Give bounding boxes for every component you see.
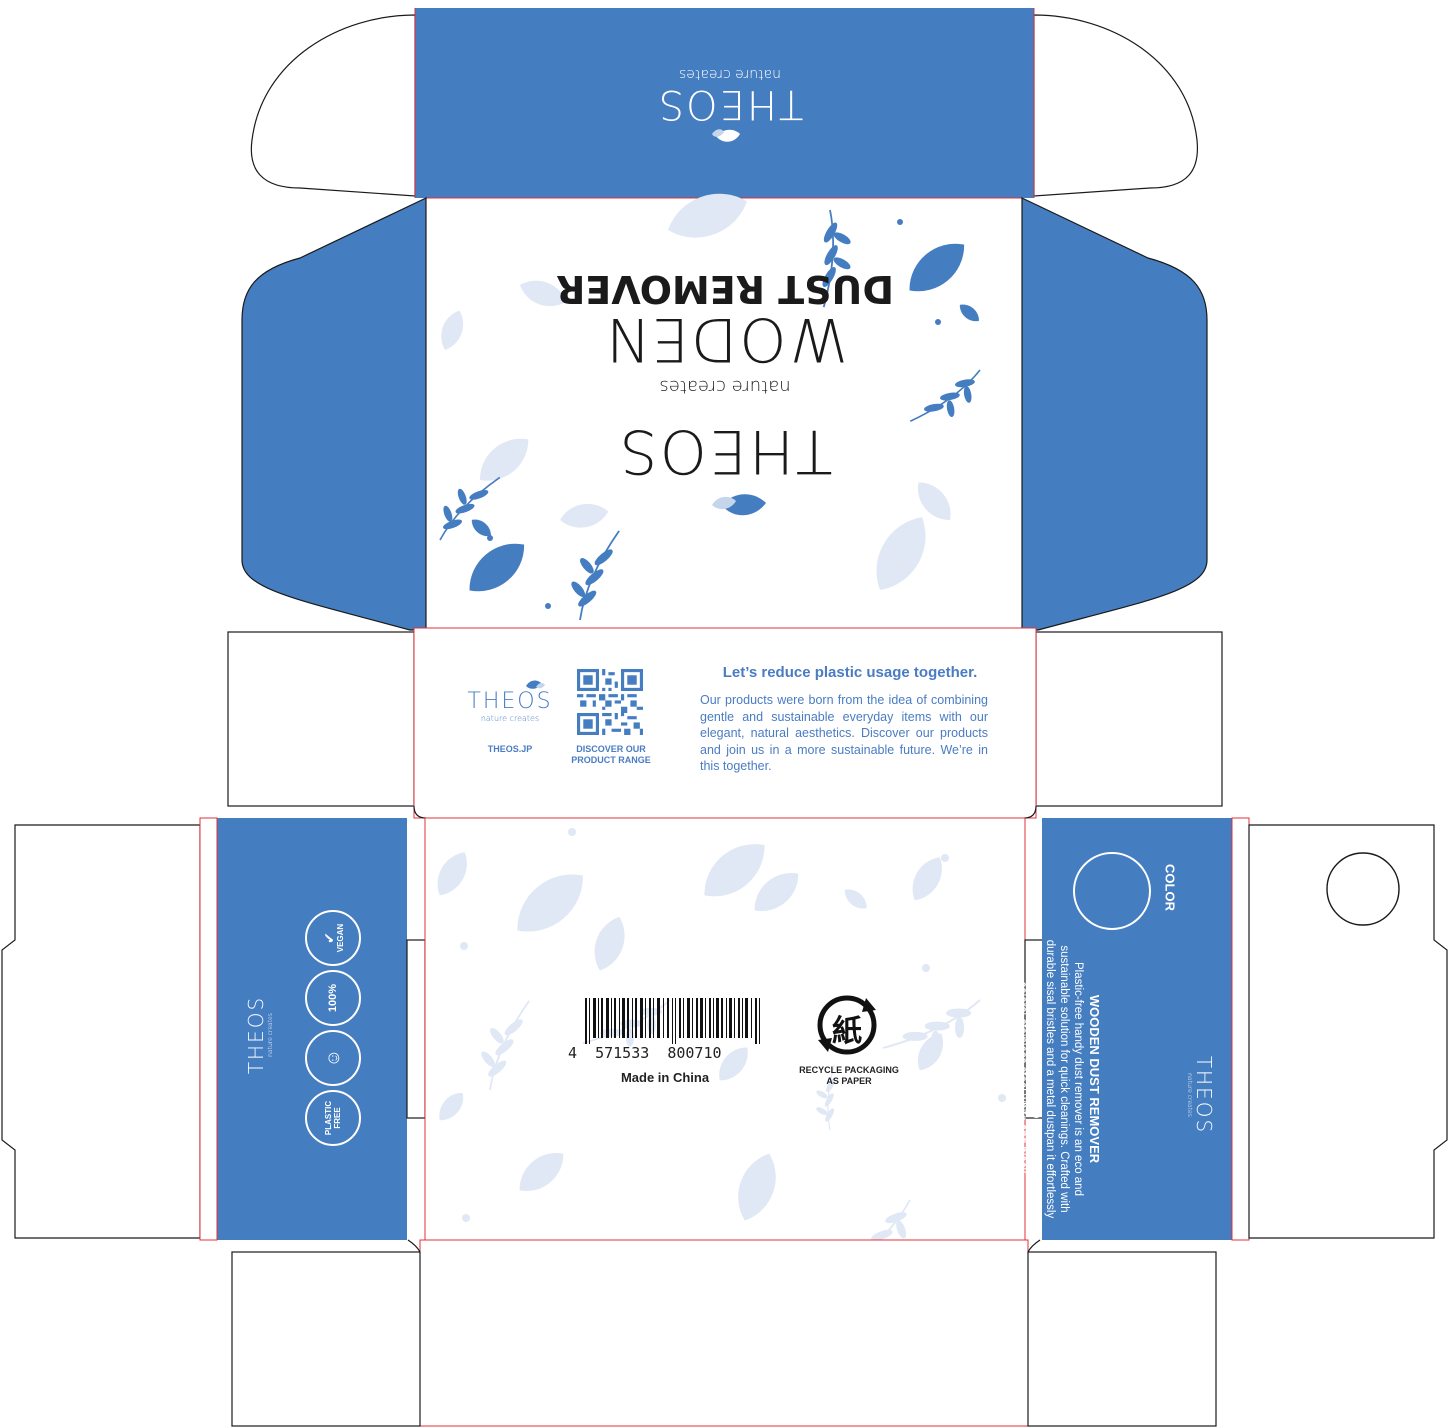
lid-right-wing	[1021, 197, 1208, 631]
recycle-paper-icon: 紙	[814, 992, 880, 1058]
color-swatch	[1073, 852, 1151, 930]
barcode	[585, 998, 760, 1044]
plastic-free-badge: PLASTIC FREE	[305, 1090, 361, 1146]
biodegradable-badge: 100%	[305, 970, 361, 1026]
lid-title-block: nature creates THEOS WODEN DUST REMOVER	[540, 267, 910, 516]
brand-name: THEOS	[656, 81, 804, 127]
top-tuck-flap	[415, 8, 1034, 198]
info-heading: Let’s reduce plastic usage together.	[722, 664, 978, 681]
back-right-flap	[1035, 631, 1223, 807]
origin-label: Made in China	[620, 1070, 710, 1085]
top-left-dust-flap	[250, 14, 416, 197]
info-brand-tagline: nature creates	[480, 714, 540, 723]
recycle-symbol: 紙	[832, 1014, 862, 1049]
right-outer-flap	[1248, 824, 1448, 1239]
left-brand-name: THEOS	[244, 995, 268, 1075]
right-brand-name: THEOS	[1192, 1055, 1216, 1135]
lid-brand-tagline: nature creates	[659, 376, 791, 397]
info-logo: THEOS nature creates	[455, 680, 565, 723]
biodegradable-label: 100%	[326, 983, 339, 1013]
lid-title-line2: DUST REMOVER	[556, 267, 894, 311]
left-outer-flap	[1, 824, 201, 1239]
qr-code[interactable]	[577, 669, 643, 735]
top-right-dust-flap	[1033, 14, 1199, 197]
leaf-icon: ✔	[320, 932, 337, 944]
brand-tagline: nature creates	[678, 66, 782, 82]
front-left-flap	[231, 1251, 421, 1427]
left-side-logo: THEOS nature creates	[244, 990, 285, 1080]
tuck-flap-logo: THEOS nature creates	[620, 60, 840, 142]
face-icon: ☺	[322, 1048, 343, 1068]
recycle-caption: RECYCLE PACKAGING AS PAPER	[799, 1065, 899, 1086]
front-right-flap	[1027, 1251, 1217, 1427]
right-side-logo: THEOS nature creates	[1175, 1050, 1216, 1140]
info-brand-name: THEOS	[467, 689, 553, 714]
lid-left-wing	[241, 197, 427, 631]
back-left-flap	[227, 631, 415, 807]
plastic-free-label: PLASTIC FREE	[324, 1100, 342, 1136]
vegan-badge: ✔ VEGAN	[305, 910, 361, 966]
lid-brand-name: THEOS	[617, 416, 833, 486]
product-description: Plastic-free handy dust remover is an ec…	[1016, 939, 1084, 1219]
leaf-logo-icon	[525, 678, 545, 696]
skin-friendly-badge: ☺	[305, 1030, 361, 1086]
left-brand-tagline: nature creates	[267, 1013, 274, 1057]
hang-hole	[1326, 852, 1400, 926]
right-side-text: WOODEN DUST REMOVER Plastic-free handy d…	[1012, 936, 1102, 1222]
qr-caption: DISCOVER OUR PRODUCT RANGE	[571, 744, 651, 765]
lid-decoration-blue	[435, 207, 985, 622]
bottom-decoration	[429, 828, 1006, 1282]
vegan-label: VEGAN	[335, 923, 345, 953]
leaf-logo-icon	[712, 126, 742, 144]
lid-title-line1: WODEN	[602, 304, 848, 374]
color-label: COLOR	[1162, 864, 1178, 911]
leaf-logo-icon	[710, 489, 770, 519]
product-name: WOODEN DUST REMOVER	[1087, 994, 1102, 1164]
left-side-panel	[217, 818, 407, 1240]
barcode-number: 4 571533 800710	[568, 1044, 722, 1062]
website-label[interactable]: THEOS.JP	[487, 744, 533, 754]
front-panel	[419, 1239, 1029, 1427]
info-body: Our products were born from the idea of …	[700, 693, 988, 773]
left-lock-tab	[406, 939, 426, 1119]
